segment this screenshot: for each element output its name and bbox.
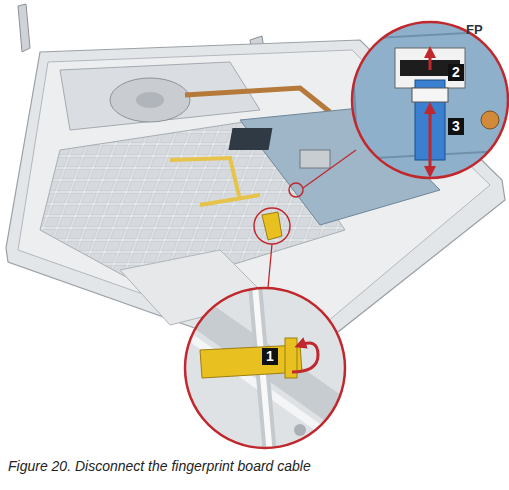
figure-caption: Figure 20. Disconnect the fingerprint bo… bbox=[8, 458, 311, 474]
detail-marker bbox=[289, 183, 303, 197]
leader-line bbox=[303, 150, 356, 188]
flat-cable bbox=[170, 158, 240, 200]
flat-cable bbox=[200, 195, 260, 205]
fingerprint-tape bbox=[262, 212, 282, 240]
magnifier-top bbox=[340, 10, 509, 190]
magnifier-bottom bbox=[180, 285, 350, 455]
fan bbox=[110, 78, 190, 122]
fan-hub bbox=[136, 92, 164, 108]
callout-number: 1 bbox=[262, 348, 278, 365]
heat-pipe bbox=[185, 88, 330, 112]
leader-line bbox=[268, 244, 272, 288]
board-label: FP bbox=[466, 22, 483, 37]
chip bbox=[300, 150, 330, 168]
hinge bbox=[18, 4, 30, 52]
callout-number: 3 bbox=[448, 118, 464, 135]
callout-number: 2 bbox=[448, 64, 464, 81]
battery bbox=[60, 62, 260, 130]
wlan-card bbox=[229, 128, 273, 150]
detail-marker bbox=[254, 208, 290, 244]
